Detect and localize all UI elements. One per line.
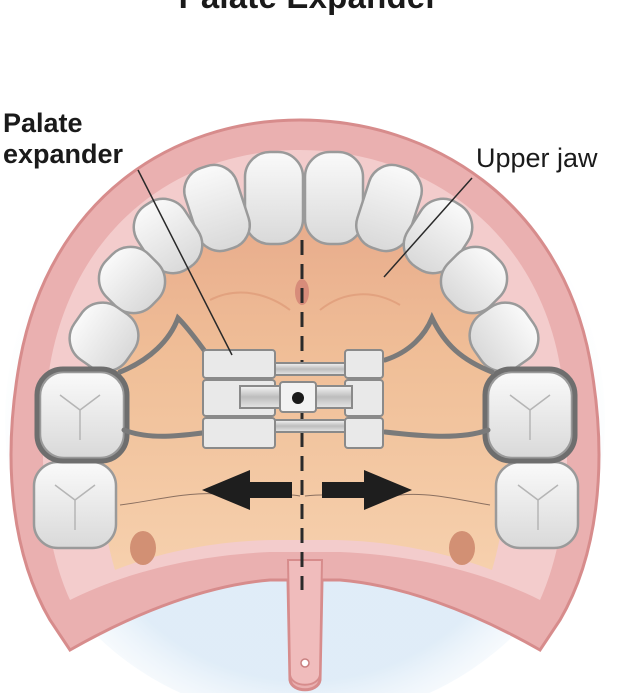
tooth-premolar-left-1 (97, 245, 167, 315)
uvula (286, 559, 324, 686)
leader-line-expander (137, 169, 233, 356)
molar-grooves (54, 394, 559, 530)
label-upper-jaw: Upper jaw (476, 143, 598, 173)
tooth-incisor-3 (183, 163, 251, 253)
upper-teeth (32, 150, 580, 550)
label-palate-expander-line1: Palate (3, 108, 83, 138)
arrow-right-icon (322, 470, 412, 510)
label-palate-expander-line2: expander (3, 139, 124, 169)
page-title: Palate Expander (0, 0, 617, 16)
tooth-molar-left-1 (38, 370, 126, 460)
tooth-molar-right-2 (494, 460, 580, 550)
uvula-dot (300, 658, 310, 668)
palatal-fold-right (319, 293, 401, 311)
tooth-premolar-left-2 (68, 301, 140, 373)
tooth-incisor-2 (303, 150, 365, 246)
palate-expander-device (202, 349, 384, 449)
palatine-pit-right (449, 531, 475, 565)
arrow-left-icon (202, 470, 292, 510)
palatine-pit-left (130, 531, 156, 565)
tooth-incisor-1 (243, 150, 305, 246)
expander-screw-hole (292, 392, 304, 404)
label-palate-expander: Palate expander (3, 108, 123, 170)
palatal-fold-left (209, 291, 291, 311)
tooth-premolar-right-2 (468, 301, 540, 373)
expander-wires (117, 311, 495, 439)
tooth-incisor-4 (355, 163, 423, 253)
leader-line-upper-jaw (383, 177, 473, 278)
tooth-premolar-right-1 (439, 245, 509, 315)
molar-band-right (482, 366, 578, 464)
molar-band-left (34, 366, 130, 464)
